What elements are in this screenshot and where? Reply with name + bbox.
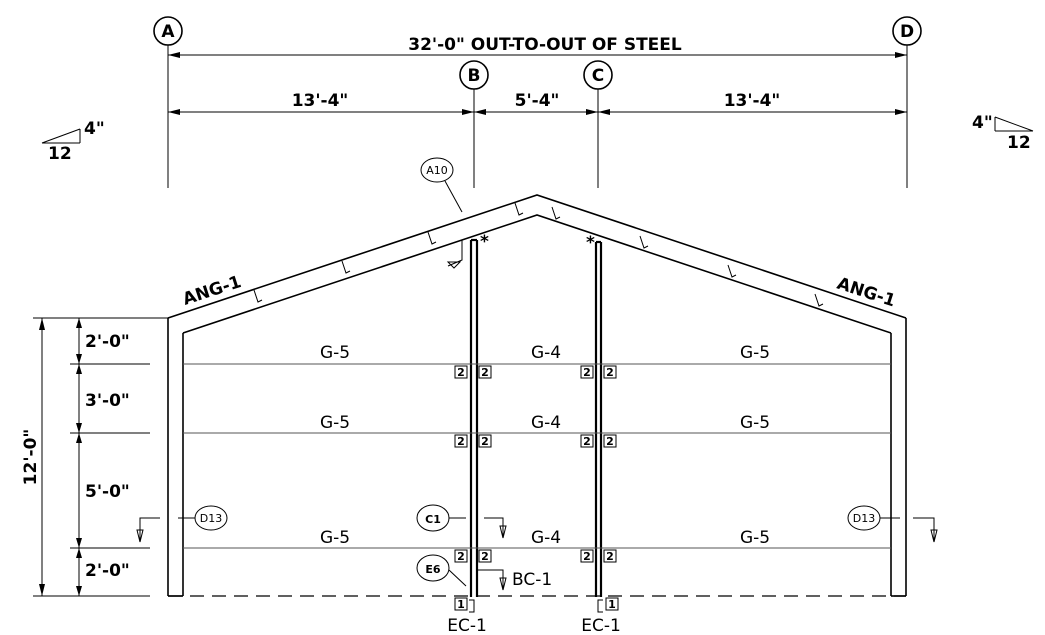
svg-text:2: 2 (481, 366, 489, 379)
svg-text:12: 12 (48, 144, 72, 164)
svg-text:A10: A10 (426, 164, 448, 177)
detail-tag-a10: A10 (420, 157, 463, 269)
detail-tag-c1: C1 (416, 504, 507, 539)
girt-label: G-5 (740, 413, 770, 433)
svg-text:B: B (468, 66, 481, 86)
column-mark-b: * (480, 232, 489, 252)
height-1-label: 2'-0" (85, 332, 130, 352)
base-plate-b: 1 (454, 597, 475, 613)
vertical-dimension-lines (33, 317, 168, 597)
detail-tag-d13-left: D13 (136, 505, 228, 543)
end-column-label-c: EC-1 (581, 616, 621, 635)
svg-text:A: A (161, 22, 175, 42)
span-ab-label: 13'-4" (292, 91, 349, 111)
girt-label: G-4 (531, 528, 561, 548)
overall-dimension-line (168, 52, 907, 58)
span-cd-label: 13'-4" (724, 91, 781, 111)
grid-bubble-a: A (153, 16, 183, 46)
svg-text:2: 2 (583, 550, 591, 563)
outer-column-left (167, 330, 184, 597)
svg-text:2: 2 (481, 435, 489, 448)
svg-text:C: C (592, 66, 604, 86)
girt-label: G-5 (740, 528, 770, 548)
overall-dimension-label: 32'-0" OUT-TO-OUT OF STEEL (408, 35, 682, 55)
purlin-clips (253, 202, 824, 307)
svg-text:2: 2 (606, 366, 614, 379)
girt-label: G-4 (531, 413, 561, 433)
svg-text:4": 4" (84, 119, 105, 139)
svg-text:2: 2 (457, 550, 465, 563)
bay-dimension-line (168, 109, 907, 115)
girt-label: G-5 (320, 413, 350, 433)
height-4-label: 2'-0" (85, 561, 130, 581)
svg-text:E6: E6 (425, 563, 441, 576)
bracing-marker (478, 569, 507, 591)
column-mark-c: * (586, 233, 595, 253)
svg-text:2: 2 (606, 435, 614, 448)
outer-column-right (890, 330, 907, 597)
girt-label: G-5 (320, 528, 350, 548)
svg-text:1: 1 (608, 598, 616, 611)
connection-boxes: 2 2 2 2 2 2 2 2 2 2 2 2 (454, 365, 617, 563)
grid-bubble-c: C (583, 60, 613, 90)
roof-rafters (167, 194, 907, 334)
slope-indicator-right: 4" 12 (972, 113, 1034, 153)
girt-label: G-5 (740, 343, 770, 363)
svg-text:2: 2 (457, 435, 465, 448)
svg-text:2: 2 (583, 435, 591, 448)
svg-text:12: 12 (1007, 133, 1031, 153)
svg-text:C1: C1 (425, 513, 441, 526)
svg-text:D: D (900, 22, 914, 42)
bracing-label: BC-1 (512, 570, 552, 590)
svg-text:2: 2 (583, 366, 591, 379)
svg-text:D13: D13 (200, 512, 222, 525)
grid-bubble-b: B (459, 60, 489, 90)
rafter-label-right: ANG-1 (834, 274, 897, 312)
height-total-label: 12'-0" (21, 429, 41, 486)
interior-column-c (594, 240, 603, 597)
detail-tag-e6: E6 (416, 554, 467, 587)
interior-column-b (469, 238, 479, 597)
girt-label: G-5 (320, 343, 350, 363)
grid-bubble-d: D (892, 16, 922, 46)
girt-lines (183, 363, 891, 549)
svg-text:4": 4" (972, 113, 993, 133)
end-column-label-b: EC-1 (447, 616, 487, 635)
span-bc-label: 5'-4" (515, 91, 560, 111)
svg-text:1: 1 (457, 598, 465, 611)
svg-text:D13: D13 (853, 512, 875, 525)
detail-tag-d13-right: D13 (847, 505, 938, 543)
height-3-label: 5'-0" (85, 482, 130, 502)
base-plate-c: 1 (597, 597, 619, 613)
grid-lines (167, 45, 908, 188)
svg-text:2: 2 (606, 550, 614, 563)
slope-indicator-left: 4" 12 (41, 119, 105, 164)
svg-text:2: 2 (481, 550, 489, 563)
height-2-label: 3'-0" (85, 391, 130, 411)
svg-text:2: 2 (457, 366, 465, 379)
girt-label: G-4 (531, 343, 561, 363)
